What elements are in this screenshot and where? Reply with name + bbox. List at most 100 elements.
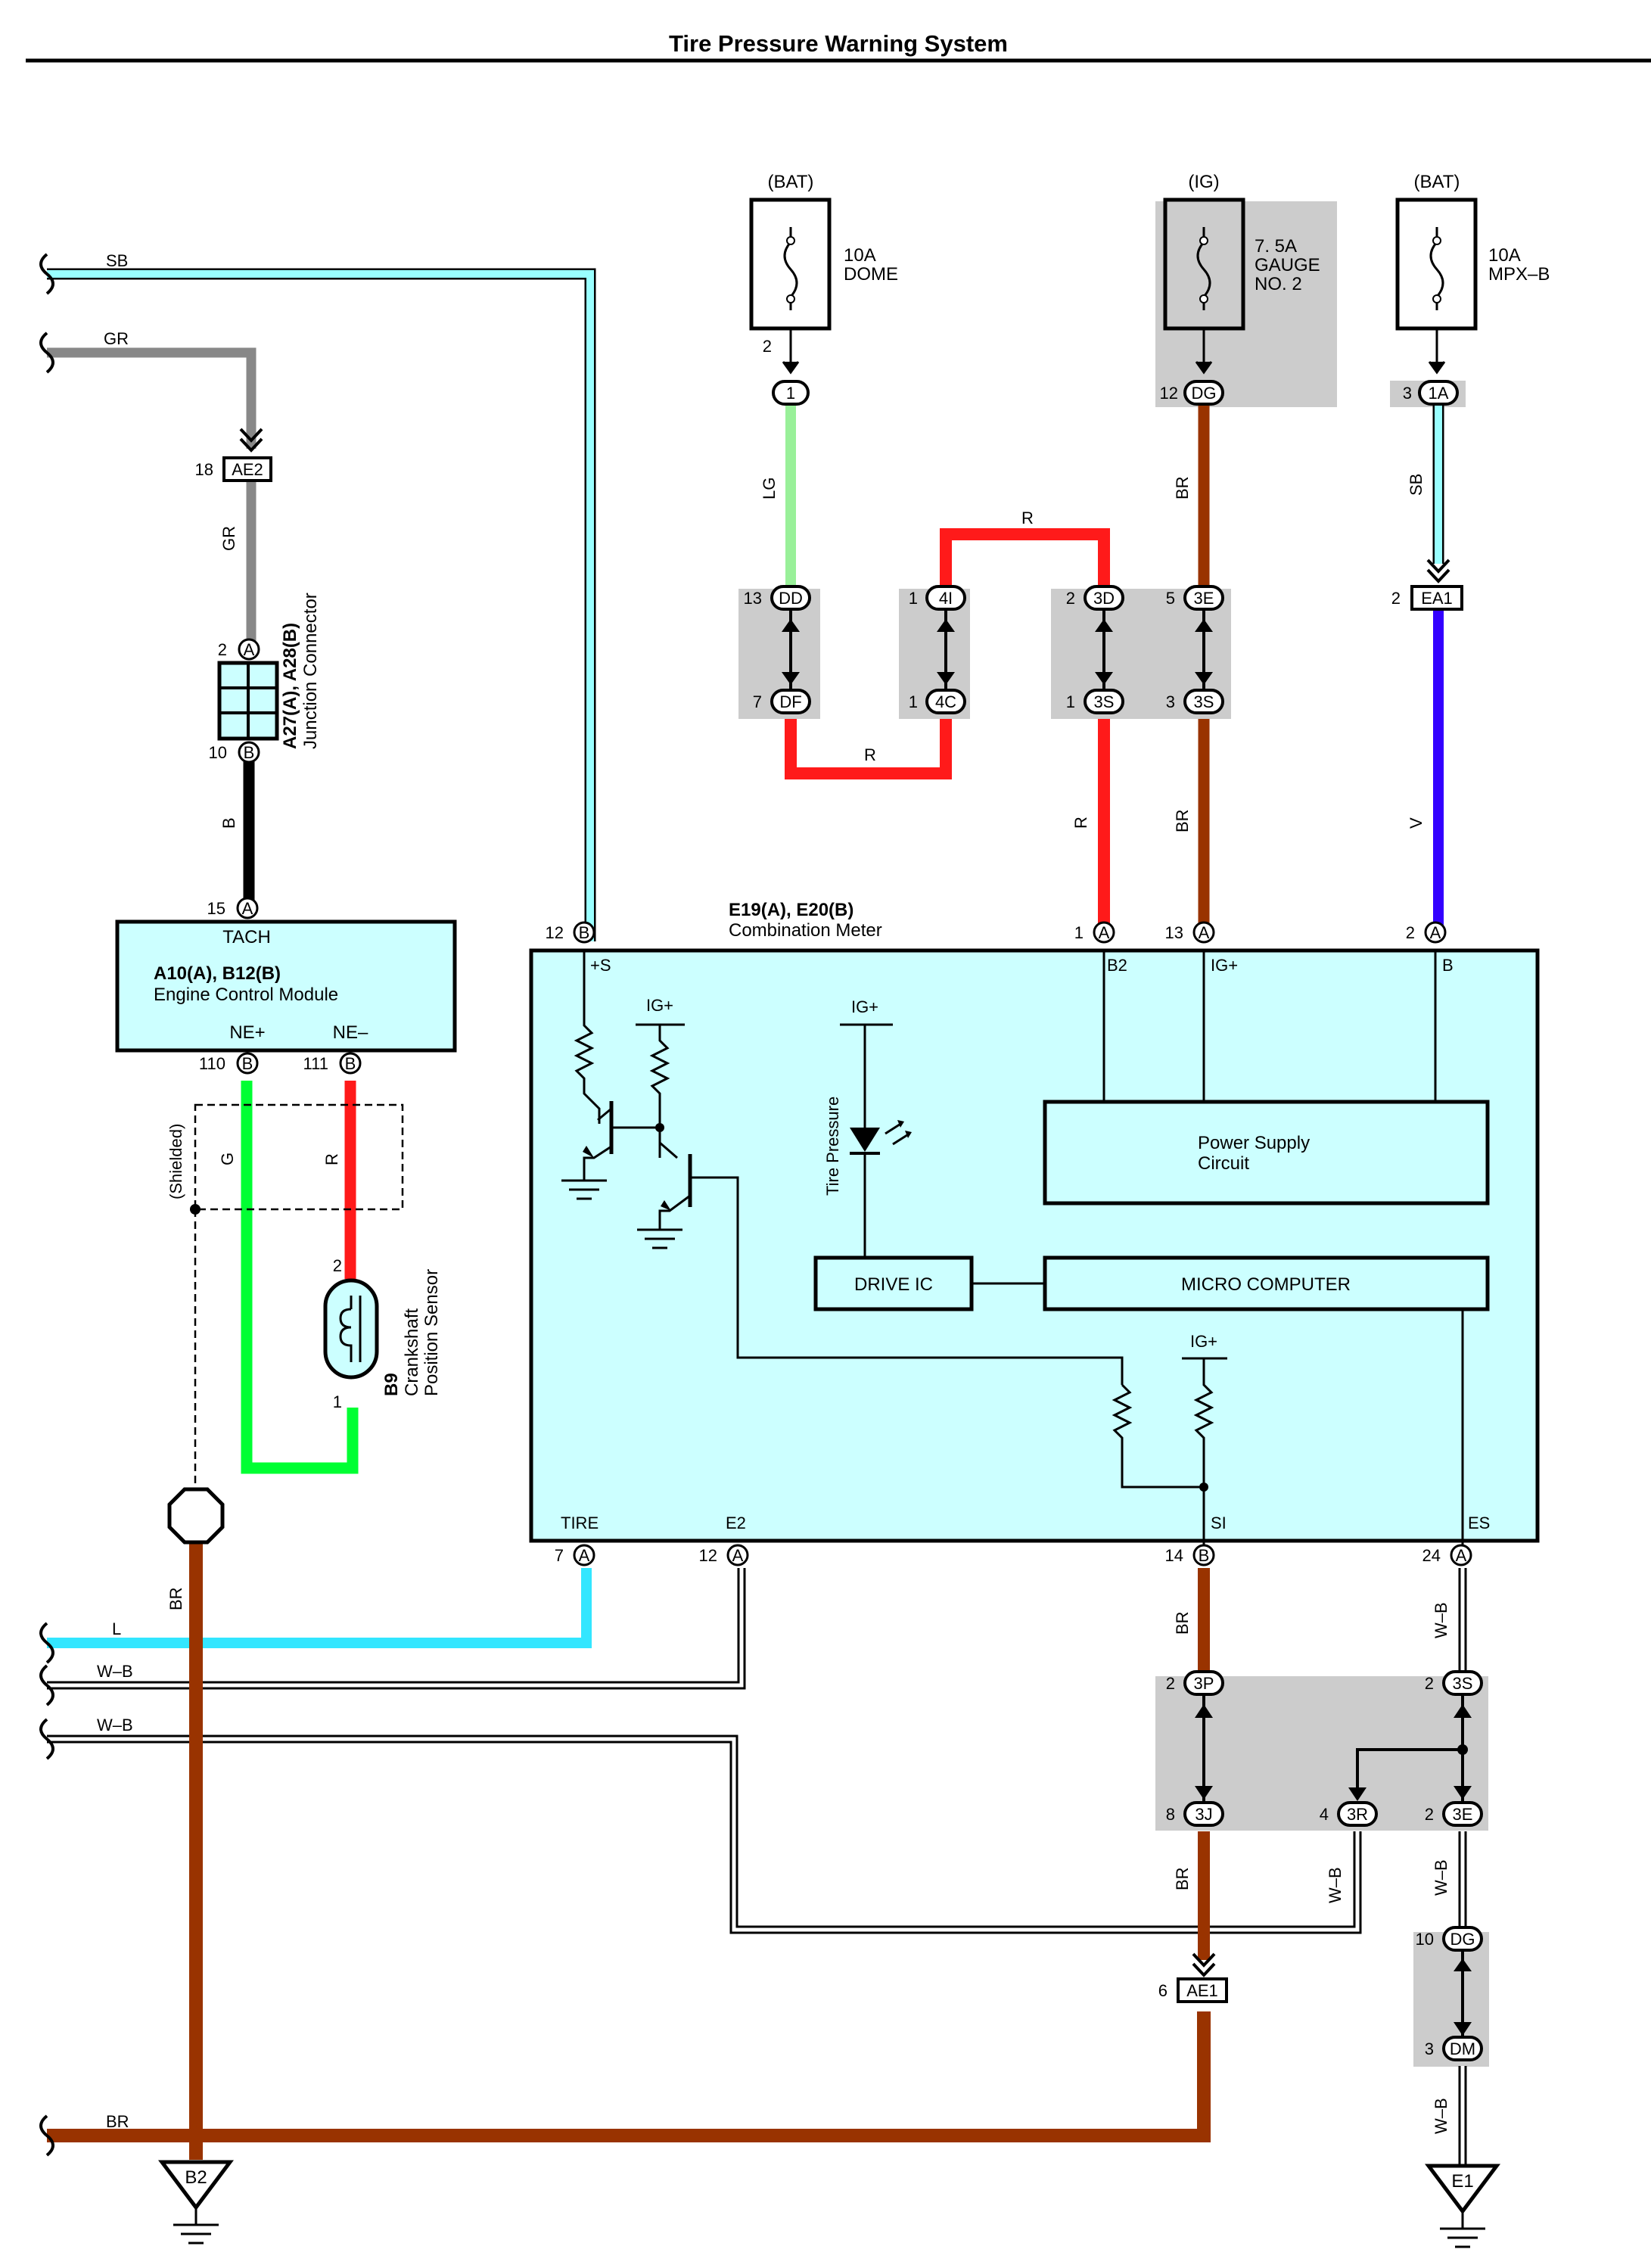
- svg-text:8: 8: [1166, 1805, 1175, 1824]
- svg-text:A10(A), B12(B): A10(A), B12(B): [154, 963, 281, 984]
- combination-meter: E19(A), E20(B) Combination Meter 12 B +S…: [529, 900, 1540, 1566]
- svg-text:110: 110: [199, 1054, 225, 1073]
- svg-text:A: A: [1456, 1546, 1467, 1565]
- wire-r-loop: [785, 528, 1110, 779]
- svg-text:1: 1: [333, 1392, 342, 1411]
- svg-text:DM: DM: [1450, 2039, 1475, 2058]
- svg-text:SI: SI: [1211, 1514, 1227, 1532]
- svg-text:EA1: EA1: [1421, 589, 1453, 608]
- svg-text:B2: B2: [1107, 956, 1127, 975]
- svg-text:1: 1: [1066, 692, 1075, 711]
- svg-text:3: 3: [1403, 384, 1412, 403]
- svg-text:R: R: [1021, 509, 1034, 527]
- svg-text:4I: 4I: [939, 589, 953, 608]
- svg-text:ES: ES: [1468, 1514, 1490, 1532]
- svg-text:IG+: IG+: [646, 996, 673, 1015]
- svg-text:4: 4: [1320, 1805, 1329, 1824]
- svg-text:3J: 3J: [1195, 1805, 1212, 1824]
- svg-text:B: B: [345, 1054, 356, 1073]
- svg-text:10A: 10A: [1488, 245, 1521, 266]
- svg-text:3: 3: [1425, 2039, 1434, 2058]
- svg-text:12: 12: [1160, 384, 1178, 403]
- wire-gr: [47, 347, 257, 651]
- svg-text:B: B: [1442, 956, 1454, 975]
- svg-text:Combination Meter: Combination Meter: [729, 920, 882, 941]
- ground-b2: B2: [158, 2160, 234, 2245]
- svg-text:+S: +S: [590, 956, 611, 975]
- svg-text:G: G: [218, 1153, 237, 1165]
- svg-text:B: B: [579, 923, 590, 942]
- svg-text:3R: 3R: [1347, 1805, 1368, 1824]
- svg-text:2: 2: [218, 640, 227, 659]
- svg-text:B: B: [244, 743, 255, 762]
- svg-text:3P: 3P: [1194, 1674, 1214, 1693]
- svg-text:BR: BR: [106, 2112, 129, 2131]
- connector-ae2: 18 AE2: [195, 428, 272, 482]
- svg-text:GR: GR: [104, 329, 129, 348]
- svg-text:Circuit: Circuit: [1198, 1153, 1249, 1174]
- svg-text:AE2: AE2: [232, 460, 263, 479]
- svg-text:Power Supply: Power Supply: [1198, 1133, 1310, 1153]
- svg-text:(BAT): (BAT): [768, 172, 814, 192]
- svg-text:B: B: [242, 1054, 253, 1073]
- svg-text:NE–: NE–: [333, 1022, 368, 1043]
- svg-text:7: 7: [555, 1546, 564, 1565]
- svg-text:R: R: [864, 745, 876, 764]
- svg-text:(IG): (IG): [1188, 172, 1219, 192]
- svg-text:TIRE: TIRE: [561, 1514, 599, 1532]
- svg-text:Junction Connector: Junction Connector: [300, 593, 321, 749]
- svg-text:A27(A), A28(B): A27(A), A28(B): [280, 623, 300, 749]
- svg-text:B2: B2: [185, 2167, 207, 2188]
- wire-wb-e2: [47, 1568, 746, 1690]
- connector-ae1: 6 AE1: [1158, 1952, 1228, 2003]
- svg-text:E1: E1: [1451, 2171, 1473, 2192]
- svg-text:4C: 4C: [935, 692, 956, 711]
- crankshaft-position-sensor: 2 1 B9 Crankshaft Position Sensor: [323, 1256, 442, 1411]
- svg-text:3S: 3S: [1194, 692, 1214, 711]
- wire-g: [241, 1081, 359, 1474]
- connector-dg-top: 12 DG: [1160, 380, 1224, 406]
- svg-text:DOME: DOME: [844, 264, 898, 285]
- svg-text:2: 2: [1391, 589, 1401, 608]
- svg-text:A: A: [732, 1546, 744, 1565]
- svg-text:DG: DG: [1450, 1930, 1475, 1949]
- svg-text:GR: GR: [219, 526, 238, 551]
- svg-text:13: 13: [744, 589, 762, 608]
- ground-e1: E1: [1425, 2164, 1500, 2248]
- connector-1a: 3 1A: [1403, 380, 1459, 406]
- svg-text:W–B: W–B: [1326, 1867, 1345, 1903]
- svg-text:W–B: W–B: [97, 1662, 133, 1681]
- fuse-mpx: (BAT) 10A MPX–B: [1395, 172, 1550, 375]
- svg-text:1: 1: [1074, 923, 1084, 942]
- svg-text:R: R: [1071, 817, 1090, 829]
- svg-text:NO. 2: NO. 2: [1255, 274, 1302, 294]
- page-title: Tire Pressure Warning System: [669, 30, 1008, 57]
- fuse-gauge: (IG) 7. 5A GAUGE NO. 2: [1163, 172, 1320, 375]
- svg-text:(BAT): (BAT): [1414, 172, 1460, 192]
- svg-text:DG: DG: [1192, 384, 1217, 403]
- svg-text:3S: 3S: [1094, 692, 1115, 711]
- svg-text:MICRO COMPUTER: MICRO COMPUTER: [1181, 1274, 1351, 1295]
- svg-text:3: 3: [1166, 692, 1175, 711]
- svg-text:A: A: [1430, 923, 1441, 942]
- junction-3s-3e: 2 3S 2 3E: [1425, 1670, 1483, 1827]
- svg-text:A: A: [1199, 923, 1210, 942]
- svg-text:V: V: [1407, 817, 1426, 829]
- svg-text:MPX–B: MPX–B: [1488, 264, 1550, 285]
- svg-text:Tire Pressure: Tire Pressure: [823, 1097, 842, 1196]
- svg-text:BR: BR: [1173, 1611, 1192, 1635]
- svg-text:Position Sensor: Position Sensor: [421, 1269, 442, 1396]
- svg-text:13: 13: [1165, 923, 1183, 942]
- svg-text:A: A: [242, 899, 253, 918]
- svg-text:BR: BR: [1173, 476, 1192, 499]
- svg-text:A: A: [1099, 923, 1110, 942]
- svg-text:NE+: NE+: [229, 1022, 265, 1043]
- svg-text:2: 2: [1066, 589, 1075, 608]
- fuse-dome: (BAT) 10A DOME 2: [749, 172, 898, 375]
- svg-text:A: A: [579, 1546, 590, 1565]
- shield-dot: [190, 1204, 201, 1215]
- wire-sb-top: [47, 268, 596, 941]
- svg-text:Crankshaft: Crankshaft: [402, 1308, 422, 1396]
- svg-text:7: 7: [753, 692, 762, 711]
- svg-text:Engine Control Module: Engine Control Module: [154, 985, 338, 1005]
